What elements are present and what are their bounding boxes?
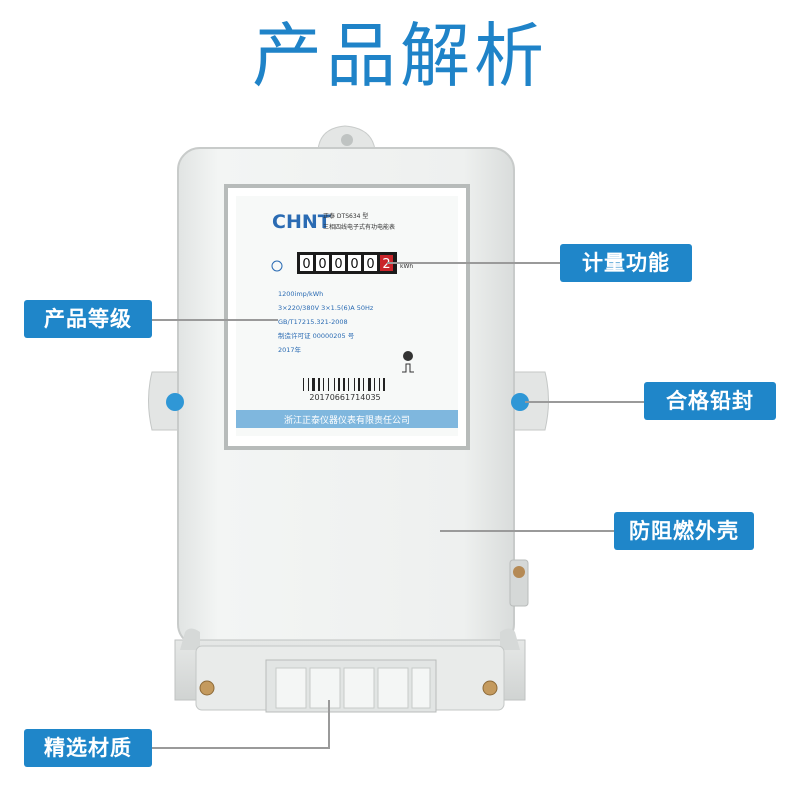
counter-digit: 2 bbox=[382, 257, 390, 272]
spec-line: 1200imp/kWh bbox=[278, 290, 323, 298]
serial-number: 20170661714035 bbox=[309, 393, 380, 402]
callout-material: 精选材质 bbox=[24, 729, 152, 767]
callout-seal: 合格铅封 bbox=[644, 382, 776, 420]
seal-left bbox=[166, 393, 184, 411]
seal-right bbox=[511, 393, 529, 411]
callout-metering: 计量功能 bbox=[560, 244, 692, 282]
company-strip bbox=[236, 410, 458, 428]
counter-digit: 0 bbox=[302, 257, 310, 272]
callout-casing: 防阻燃外壳 bbox=[614, 512, 754, 550]
counter-unit: kWh bbox=[400, 263, 413, 270]
page-title: 产品解析 bbox=[252, 15, 548, 97]
barcode bbox=[303, 378, 385, 391]
counter-digit: 0 bbox=[366, 257, 374, 272]
model-label: 正泰 DTS634 型 bbox=[323, 212, 368, 220]
spec-line: 制造许可证 00000205 号 bbox=[278, 331, 355, 340]
spec-plate: 1200imp/kWh 3×220/380V 3×1.5(6)A 50HzGB/T… bbox=[278, 290, 374, 354]
counter-digit: 0 bbox=[350, 257, 358, 272]
callout-grade: 产品等级 bbox=[24, 300, 152, 338]
spec-line: GB/T17215.321-2008 bbox=[278, 318, 348, 326]
meter-description: 三相四线电子式有功电能表 bbox=[323, 223, 395, 231]
counter-digit: 0 bbox=[334, 257, 342, 272]
company-name: 浙江正泰仪器仪表有限责任公司 bbox=[284, 414, 410, 426]
brand-logo: CHNT bbox=[272, 211, 331, 233]
spec-line: 2017年 bbox=[278, 345, 302, 354]
counter-digit: 0 bbox=[318, 257, 326, 272]
spec-line: 3×220/380V 3×1.5(6)A 50Hz bbox=[278, 304, 374, 312]
